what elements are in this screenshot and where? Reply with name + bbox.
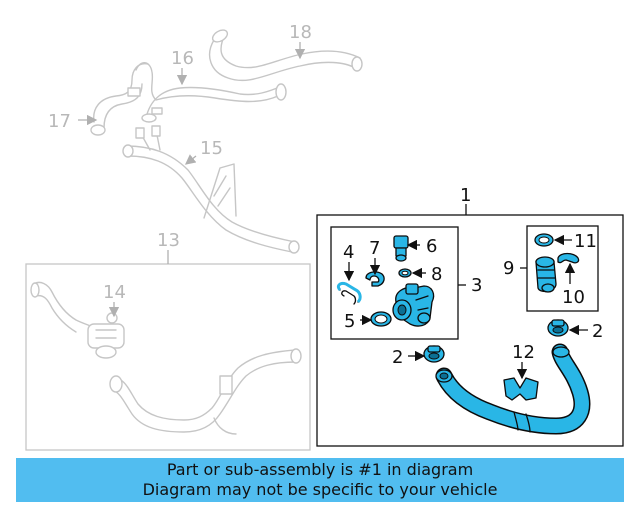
part-2-clamp-left xyxy=(423,345,445,363)
part-2-clamp-right xyxy=(547,319,569,337)
callout-7: 7 xyxy=(369,238,380,259)
coolant-hose-main xyxy=(435,343,591,435)
banner-line-2: Diagram may not be specific to your vehi… xyxy=(142,480,498,499)
hose-18 xyxy=(209,29,363,82)
callout-labels: 18 16 17 15 13 14 1 4 7 6 8 3 5 9 11 10 … xyxy=(48,22,603,368)
sub-assembly-box-13 xyxy=(25,263,311,451)
callout-10: 10 xyxy=(562,287,585,308)
part-3-housing xyxy=(392,283,435,327)
part-10-clip xyxy=(557,252,580,264)
part-11-o-ring xyxy=(534,233,554,247)
callout-5: 5 xyxy=(344,311,355,332)
hose-16 xyxy=(135,62,287,123)
callout-2-left: 2 xyxy=(392,347,403,368)
callout-16: 16 xyxy=(171,48,194,69)
part-6-sensor xyxy=(393,235,409,262)
leader-lines xyxy=(78,42,588,380)
info-banner: Part or sub-assembly is #1 in diagram Di… xyxy=(16,458,624,502)
callout-13: 13 xyxy=(157,230,180,251)
leader-15 xyxy=(184,154,197,165)
pipe-15 xyxy=(122,125,300,254)
hose-17 xyxy=(90,63,149,136)
sub-assembly-box-3 xyxy=(330,226,459,340)
callout-1: 1 xyxy=(460,185,471,206)
callout-4: 4 xyxy=(343,242,354,263)
callout-8: 8 xyxy=(431,264,442,285)
connector-14 xyxy=(87,312,125,359)
callout-14: 14 xyxy=(103,282,126,303)
callout-6: 6 xyxy=(426,236,437,257)
hose-13 xyxy=(30,281,302,435)
callout-2-right: 2 xyxy=(592,321,603,342)
part-7-clip xyxy=(365,271,385,287)
callout-9: 9 xyxy=(503,258,514,279)
part-8-o-ring xyxy=(398,268,412,278)
callout-18: 18 xyxy=(289,22,312,43)
callout-15: 15 xyxy=(200,138,223,159)
part-9-fitting xyxy=(535,256,557,293)
callout-3: 3 xyxy=(471,275,482,296)
callout-17: 17 xyxy=(48,111,71,132)
callout-12: 12 xyxy=(512,342,535,363)
banner-line-1: Part or sub-assembly is #1 in diagram xyxy=(166,460,474,479)
part-12-bracket xyxy=(503,377,539,401)
assembly-box-1 xyxy=(316,214,624,447)
callout-11: 11 xyxy=(574,231,597,252)
part-5-gasket xyxy=(370,311,392,327)
part-4-hose-clip xyxy=(336,282,362,305)
